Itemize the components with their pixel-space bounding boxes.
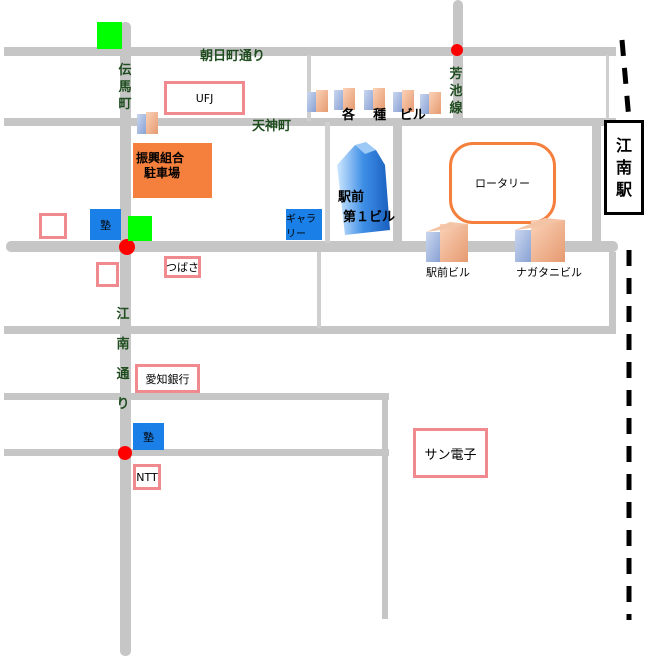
place-juku-bottom[interactable]: 塾	[133, 423, 164, 450]
intersection-konan-lower	[118, 446, 132, 460]
intersection-hoike	[451, 44, 463, 56]
road-vertical-385	[382, 393, 388, 619]
place-san-denshi[interactable]: サン電子	[413, 428, 488, 478]
label-nagatani-building: ナガタニビル	[516, 266, 582, 279]
place-parking[interactable]: 振興組合 駐車場	[133, 143, 212, 198]
label-konan-dori: 江南通り	[116, 307, 130, 412]
road-horizontal-450	[4, 449, 389, 456]
building-icon-small	[137, 112, 158, 134]
place-aichi-bank[interactable]: 愛知銀行	[135, 364, 200, 393]
road-horizontal-396	[4, 393, 389, 400]
parking-label-1: 振興組合	[136, 151, 185, 165]
road-hoike-line	[453, 0, 463, 124]
road-horizontal-330	[4, 326, 616, 334]
road-konan-dori	[120, 22, 131, 656]
label-ekimae-daiichi: 駅前 第１ビル	[338, 190, 396, 225]
place-tsubasa[interactable]: つばさ	[164, 256, 201, 278]
road-vertical-596	[592, 122, 601, 243]
green-marker-mid	[128, 216, 152, 241]
ekimae-building-icon	[426, 222, 468, 262]
road-vertical-318	[317, 252, 321, 328]
place-ufj[interactable]: UFJ	[164, 81, 245, 115]
place-ntt[interactable]: NTT	[133, 464, 161, 490]
road-main-horizontal	[6, 241, 618, 252]
place-empty-box-1	[39, 213, 67, 239]
label-hoike-line: 芳池線	[449, 67, 463, 116]
label-denma: 伝馬町	[118, 63, 132, 112]
road-vertical-612	[609, 252, 616, 331]
intersection-konan-main	[119, 239, 135, 255]
green-marker-top	[97, 22, 122, 49]
road-asahimachi	[4, 47, 616, 56]
label-asahimachi: 朝日町通り	[200, 49, 266, 64]
label-tenjinmachi: 天神町	[252, 119, 292, 134]
place-empty-box-2	[96, 262, 119, 287]
place-rotary[interactable]: ロータリー	[449, 142, 556, 224]
road-vertical-310	[307, 55, 311, 121]
road-vertical-608	[606, 55, 609, 121]
station-label-3: 駅	[615, 179, 632, 199]
place-juku-top[interactable]: 塾	[90, 209, 121, 240]
label-ekimae-building: 駅前ビル	[426, 266, 470, 279]
konan-station[interactable]: 江 南 駅	[604, 120, 644, 215]
parking-label-2: 駐車場	[144, 166, 181, 180]
tower-icon	[337, 142, 390, 235]
label-kakushu-building: 各 種 ビル	[342, 108, 426, 123]
road-vertical-396	[393, 122, 402, 243]
nagatani-building-icon	[515, 218, 565, 262]
station-label-1: 江	[615, 135, 632, 155]
road-vertical-327	[325, 122, 330, 243]
road-tenjinmachi	[4, 118, 616, 126]
place-gallery[interactable]: ギャラリー	[286, 209, 322, 240]
station-label-2: 南	[615, 157, 632, 177]
